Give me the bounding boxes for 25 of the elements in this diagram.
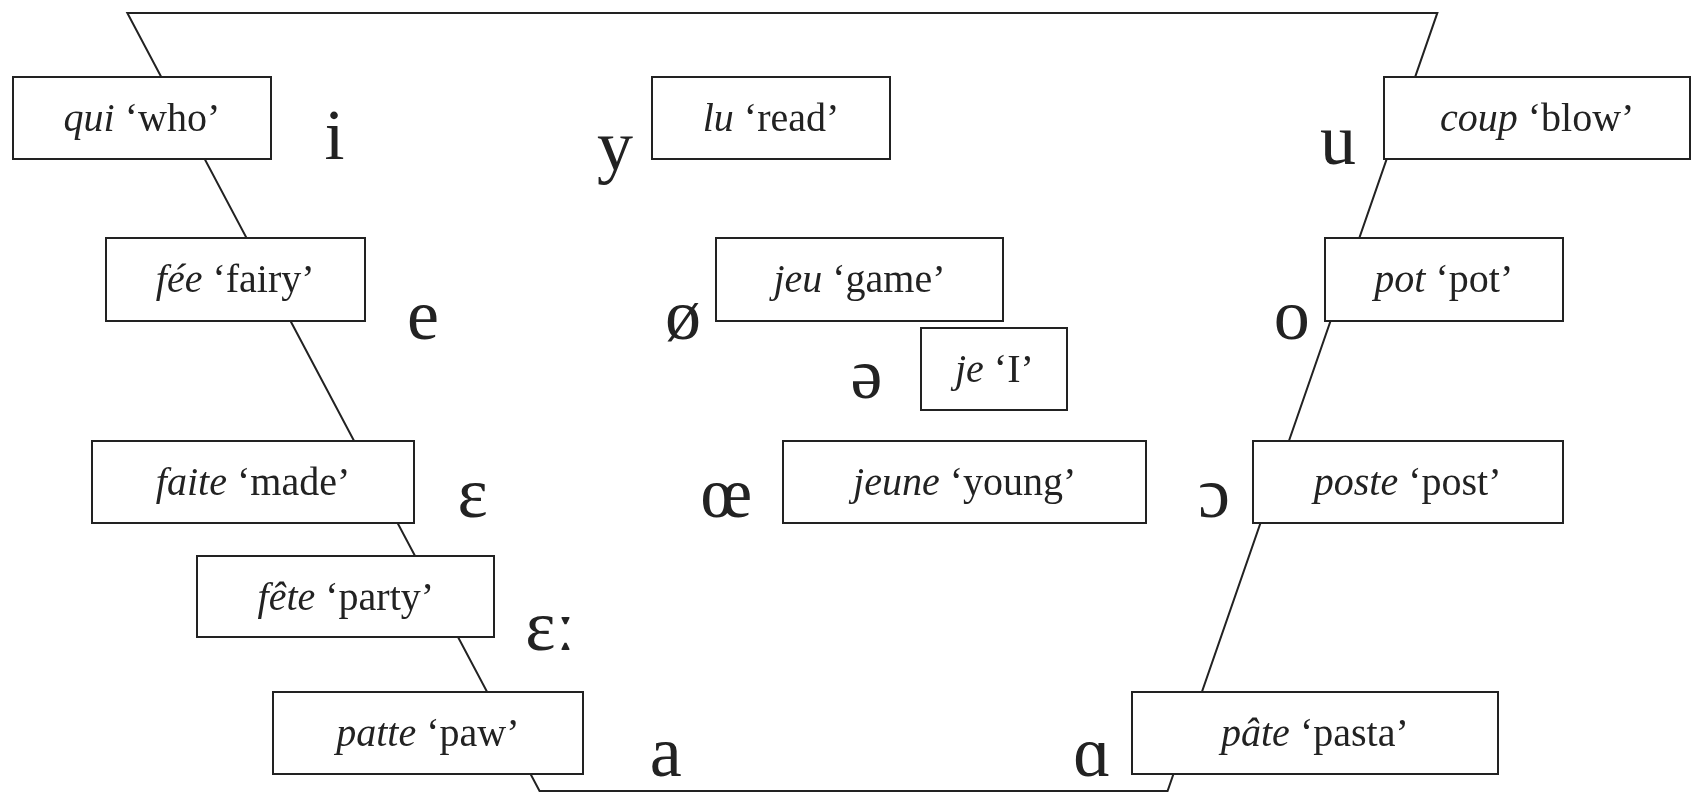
example-word-box: qui ‘who’ [11,75,272,160]
vowel-symbol: u [1320,104,1357,177]
example-word-box: jeune ‘young’ [782,440,1148,525]
example-word-box: pâte ‘pasta’ [1130,690,1499,775]
example-word-box: fête ‘party’ [196,554,496,638]
vowel-symbol: ə [850,338,883,411]
example-word-box: patte ‘paw’ [271,690,584,775]
vowel-symbol: œ [700,457,753,530]
vowel-symbol: ɛ [457,457,488,530]
vowel-symbol: ɔ [1197,457,1230,530]
vowel-symbol: e [407,279,439,352]
example-word-box: jeu ‘game’ [715,237,1004,322]
example-word-box: faite ‘made’ [90,440,416,525]
example-word-box: pot ‘pot’ [1324,237,1564,322]
vowel-symbol: ɑ [1073,716,1111,789]
example-word-box: lu ‘read’ [650,75,892,160]
example-word-box: fée ‘fairy’ [104,237,366,322]
example-word-box: coup ‘blow’ [1383,75,1691,160]
vowel-symbol: o [1273,279,1310,352]
vowel-symbol: a [649,716,682,789]
vowel-symbol: i [324,98,345,171]
example-word-box: poste ‘post’ [1251,440,1564,525]
vowel-symbol: ɛː [525,589,576,662]
vowel-symbol: ø [665,279,702,352]
example-word-box: je ‘I’ [920,326,1069,412]
